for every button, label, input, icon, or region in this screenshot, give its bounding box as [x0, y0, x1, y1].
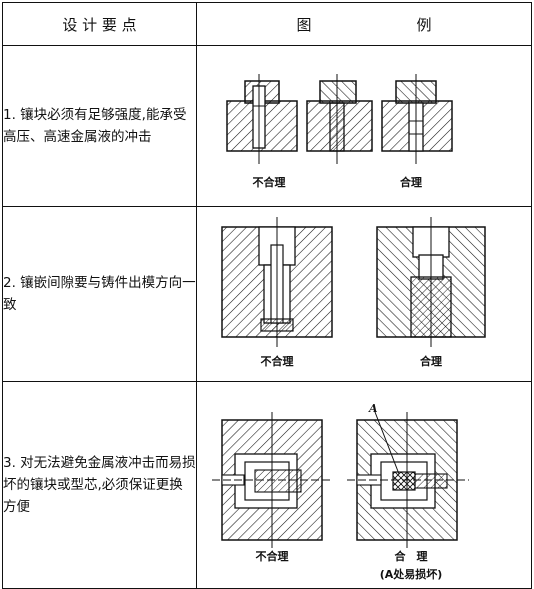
row-3-diagram: A 不合理 合 理 (A处易损坏) [212, 402, 469, 581]
insert-figure-bad [226, 74, 298, 164]
insert-figure-good [381, 74, 453, 164]
table-row: 1. 镶块必须有足够强度,能承受高压、高速金属液的冲击 [2, 45, 532, 207]
row-3-note: (A处易损坏) [380, 567, 443, 581]
row-2-caption-bad: 不合理 [261, 354, 294, 368]
core-figure-good: A [347, 402, 469, 548]
header-figure-example: 图 例 [196, 2, 532, 46]
row-1-caption-good: 合理 [400, 175, 422, 189]
label-a: A [368, 402, 378, 415]
row-2-diagram: 不合理 合理 [221, 217, 486, 368]
mold-figure-bad [221, 217, 333, 347]
row-1-caption-bad: 不合理 [253, 175, 286, 189]
core-figure-bad [212, 412, 332, 548]
row-2-caption-good: 合理 [420, 354, 442, 368]
row-3-caption-bad: 不合理 [256, 549, 289, 563]
header-design-points: 设 计 要 点 [2, 2, 197, 46]
insert-figure-mid [306, 74, 373, 164]
row-1-diagram: 不合理 合理 [226, 74, 453, 189]
row-2-text: 2. 镶嵌间隙要与铸件出模方向一致 [2, 206, 197, 382]
table-row: 2. 镶嵌间隙要与铸件出模方向一致 [2, 206, 532, 382]
header-row: 设 计 要 点 图 例 [2, 2, 532, 46]
mold-figure-good [376, 217, 486, 347]
row-2-figure: 不合理 合理 [196, 206, 532, 382]
row-3-text: 3. 对无法避免金属液冲击而易损坏的镶块或型芯,必须保证更换方便 [2, 381, 197, 589]
row-3-figure: A 不合理 合 理 (A处易损坏) [196, 381, 532, 589]
row-3-caption-good: 合 理 [395, 549, 428, 563]
row-1-text: 1. 镶块必须有足够强度,能承受高压、高速金属液的冲击 [2, 45, 197, 207]
table-row: 3. 对无法避免金属液冲击而易损坏的镶块或型芯,必须保证更换方便 [2, 381, 532, 589]
row-1-figure: 不合理 合理 [196, 45, 532, 207]
